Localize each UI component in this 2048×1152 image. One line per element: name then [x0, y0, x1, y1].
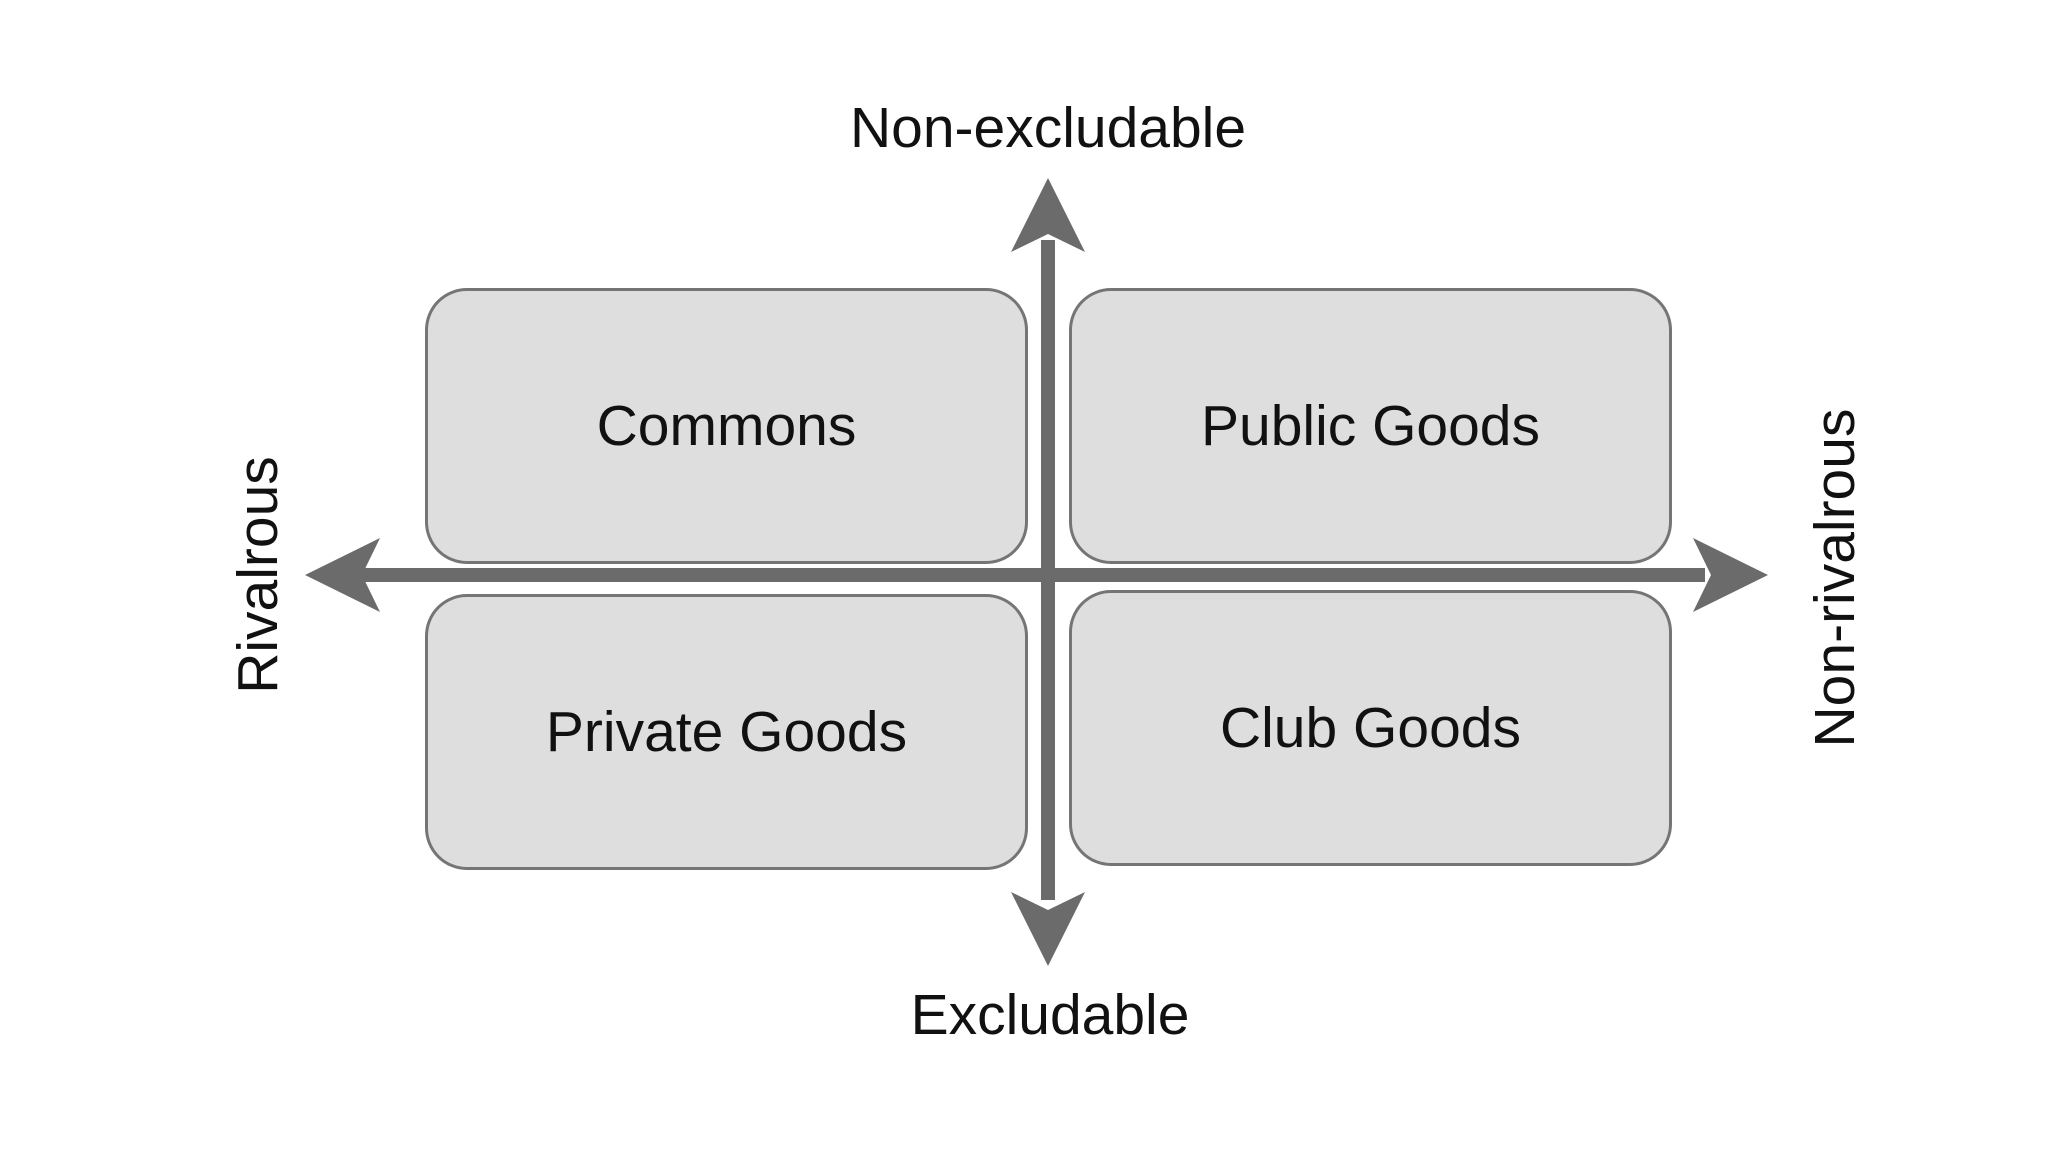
rivalrous-label: Rivalrous	[226, 456, 290, 694]
private-goods-box: Private Goods	[425, 594, 1028, 870]
public-goods-box: Public Goods	[1069, 288, 1672, 564]
commons-box: Commons	[425, 288, 1028, 564]
club-goods-box: Club Goods	[1069, 590, 1672, 866]
private-goods-label: Private Goods	[545, 700, 908, 764]
excludable-label: Excludable	[910, 983, 1190, 1047]
public-goods-label: Public Goods	[1200, 394, 1541, 458]
up-arrowhead	[1011, 178, 1085, 252]
commons-label: Commons	[596, 394, 857, 458]
club-goods-label: Club Goods	[1219, 696, 1521, 760]
down-arrowhead	[1011, 892, 1085, 966]
left-arrowhead	[305, 538, 380, 612]
non-excludable-label: Non-excludable	[849, 96, 1247, 160]
non-rivalrous-label: Non-rivalrous	[1803, 408, 1867, 748]
right-arrowhead	[1693, 538, 1768, 612]
